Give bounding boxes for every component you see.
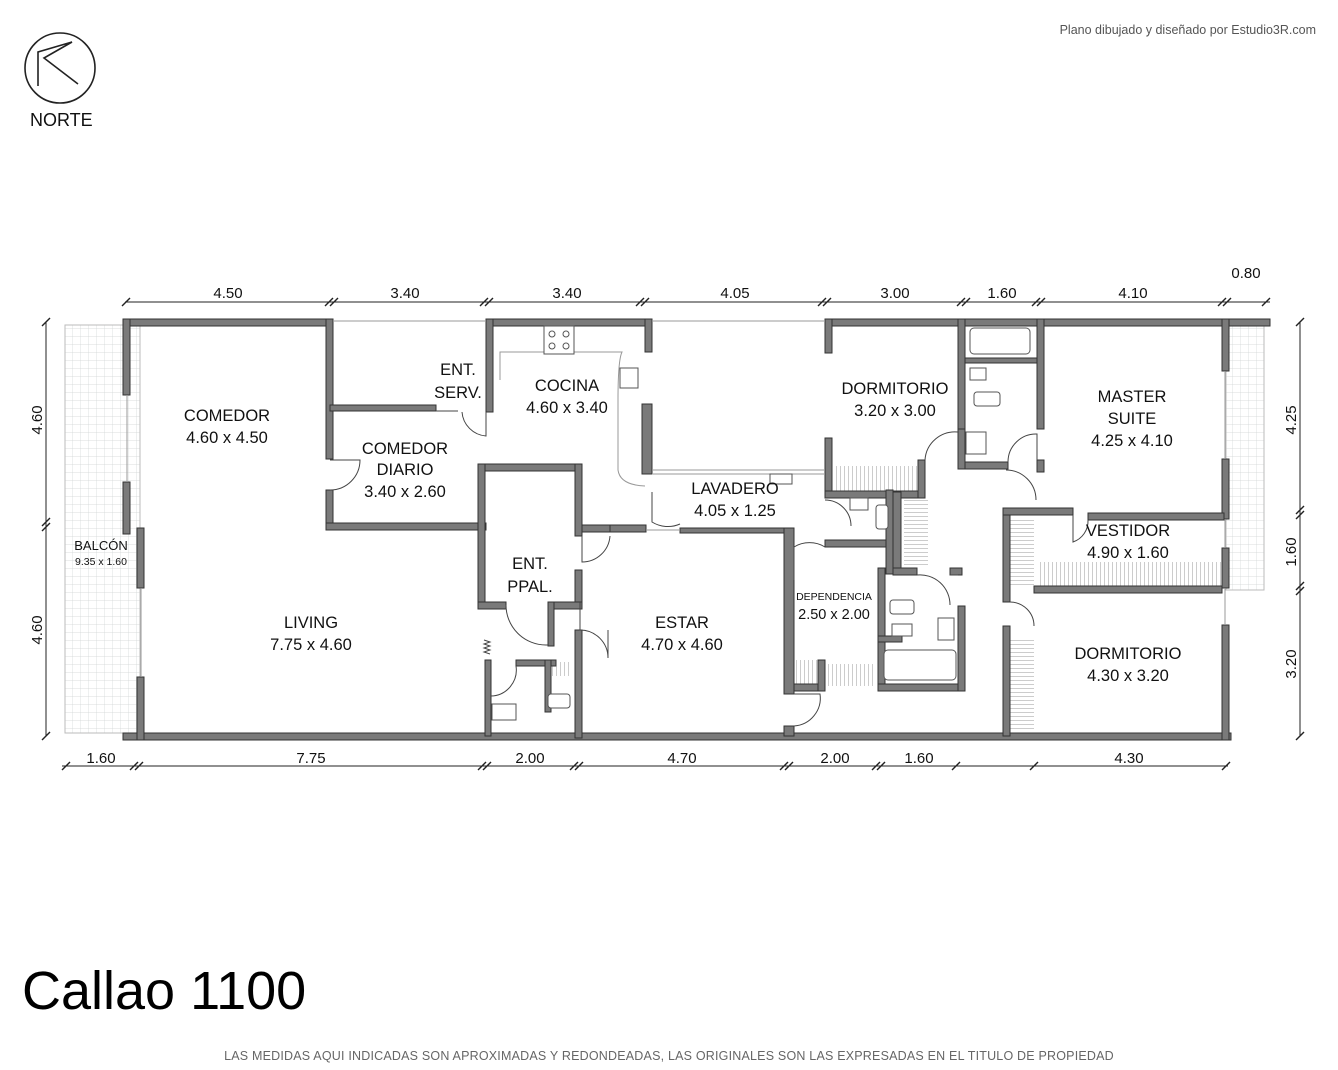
north-label: NORTE <box>30 110 93 130</box>
room-lavadero-name: LAVADERO <box>691 480 779 498</box>
north-compass <box>24 32 96 104</box>
room-master-suite-name: SUITE <box>1108 410 1157 428</box>
dim-left: 4.60 <box>29 615 46 644</box>
dim-bottom: 2.00 <box>820 750 849 767</box>
room-ent-ppal-name: PPAL. <box>507 578 553 596</box>
room-ent-serv-name: ENT. <box>440 361 476 379</box>
dim-top: 4.05 <box>720 285 749 302</box>
room-dependencia-name: DEPENDENCIA <box>796 591 872 603</box>
balcony-right <box>1225 324 1265 591</box>
dim-top: 1.60 <box>987 285 1016 302</box>
disclaimer: LAS MEDIDAS AQUI INDICADAS SON APROXIMAD… <box>224 1049 1114 1063</box>
walls <box>122 318 1271 741</box>
doors <box>329 410 1089 727</box>
dim-top: 4.50 <box>213 285 242 302</box>
room-comedor-size: 4.60 x 4.50 <box>186 429 268 447</box>
room-lavadero-size: 4.05 x 1.25 <box>694 502 776 520</box>
room-ent-ppal-name: ENT. <box>512 555 548 573</box>
room-balcon-size: 9.35 x 1.60 <box>75 556 127 568</box>
dim-bottom: 1.60 <box>904 750 933 767</box>
room-living-name: LIVING <box>284 614 338 632</box>
hatches <box>548 466 1222 732</box>
room-dormitorio-size: 3.20 x 3.00 <box>854 402 936 420</box>
dim-top: 0.80 <box>1231 265 1260 282</box>
room-dependencia-size: 2.50 x 2.00 <box>798 607 870 623</box>
room-master-suite-name: MASTER <box>1098 388 1167 406</box>
fixtures <box>491 325 1031 721</box>
room-comedor-name: COMEDOR <box>184 407 270 425</box>
room-estar-size: 4.70 x 4.60 <box>641 636 723 654</box>
room-comedor-diario-name: DIARIO <box>377 461 434 479</box>
credit-text: Plano dibujado y diseñado por Estudio3R.… <box>1059 23 1316 37</box>
room-vestidor-size: 4.90 x 1.60 <box>1087 544 1169 562</box>
room-living-size: 7.75 x 4.60 <box>270 636 352 654</box>
room-vestidor-name: VESTIDOR <box>1086 522 1170 540</box>
room-dormitorio-name: DORMITORIO <box>1075 645 1182 663</box>
room-ent-serv-name: SERV. <box>434 384 482 402</box>
room-dormitorio-size: 4.30 x 3.20 <box>1087 667 1169 685</box>
room-cocina-name: COCINA <box>535 377 599 395</box>
dim-bottom: 4.30 <box>1114 750 1143 767</box>
dim-bottom: 4.70 <box>667 750 696 767</box>
room-estar-name: ESTAR <box>655 614 709 632</box>
plan-frame <box>8 8 1330 1048</box>
dim-right: 4.25 <box>1283 405 1300 434</box>
dim-bottom: 7.75 <box>296 750 325 767</box>
room-master-suite-size: 4.25 x 4.10 <box>1091 432 1173 450</box>
room-dormitorio-name: DORMITORIO <box>842 380 949 398</box>
dim-top: 3.40 <box>390 285 419 302</box>
dim-right: 3.20 <box>1283 649 1300 678</box>
dimension-labels: 4.50 3.40 3.40 4.05 3.00 1.60 4.10 0.80 … <box>29 265 1300 767</box>
room-balcon-name: BALCÓN <box>74 538 127 553</box>
windows <box>126 320 1226 677</box>
room-labels: COMEDOR 4.60 x 4.50 COMEDOR DIARIO 3.40 … <box>74 361 1181 685</box>
dim-right: 1.60 <box>1283 537 1300 566</box>
room-comedor-diario-size: 3.40 x 2.60 <box>364 483 446 501</box>
room-comedor-diario-name: COMEDOR <box>362 440 448 458</box>
dim-bottom: 2.00 <box>515 750 544 767</box>
dimension-ticks <box>41 297 1305 771</box>
dim-left: 4.60 <box>29 405 46 434</box>
room-cocina-size: 4.60 x 3.40 <box>526 399 608 417</box>
dim-top: 3.00 <box>880 285 909 302</box>
dim-top: 3.40 <box>552 285 581 302</box>
plan-title: Callao 1100 <box>22 961 307 1021</box>
dim-bottom: 1.60 <box>86 750 115 767</box>
dim-top: 4.10 <box>1118 285 1147 302</box>
